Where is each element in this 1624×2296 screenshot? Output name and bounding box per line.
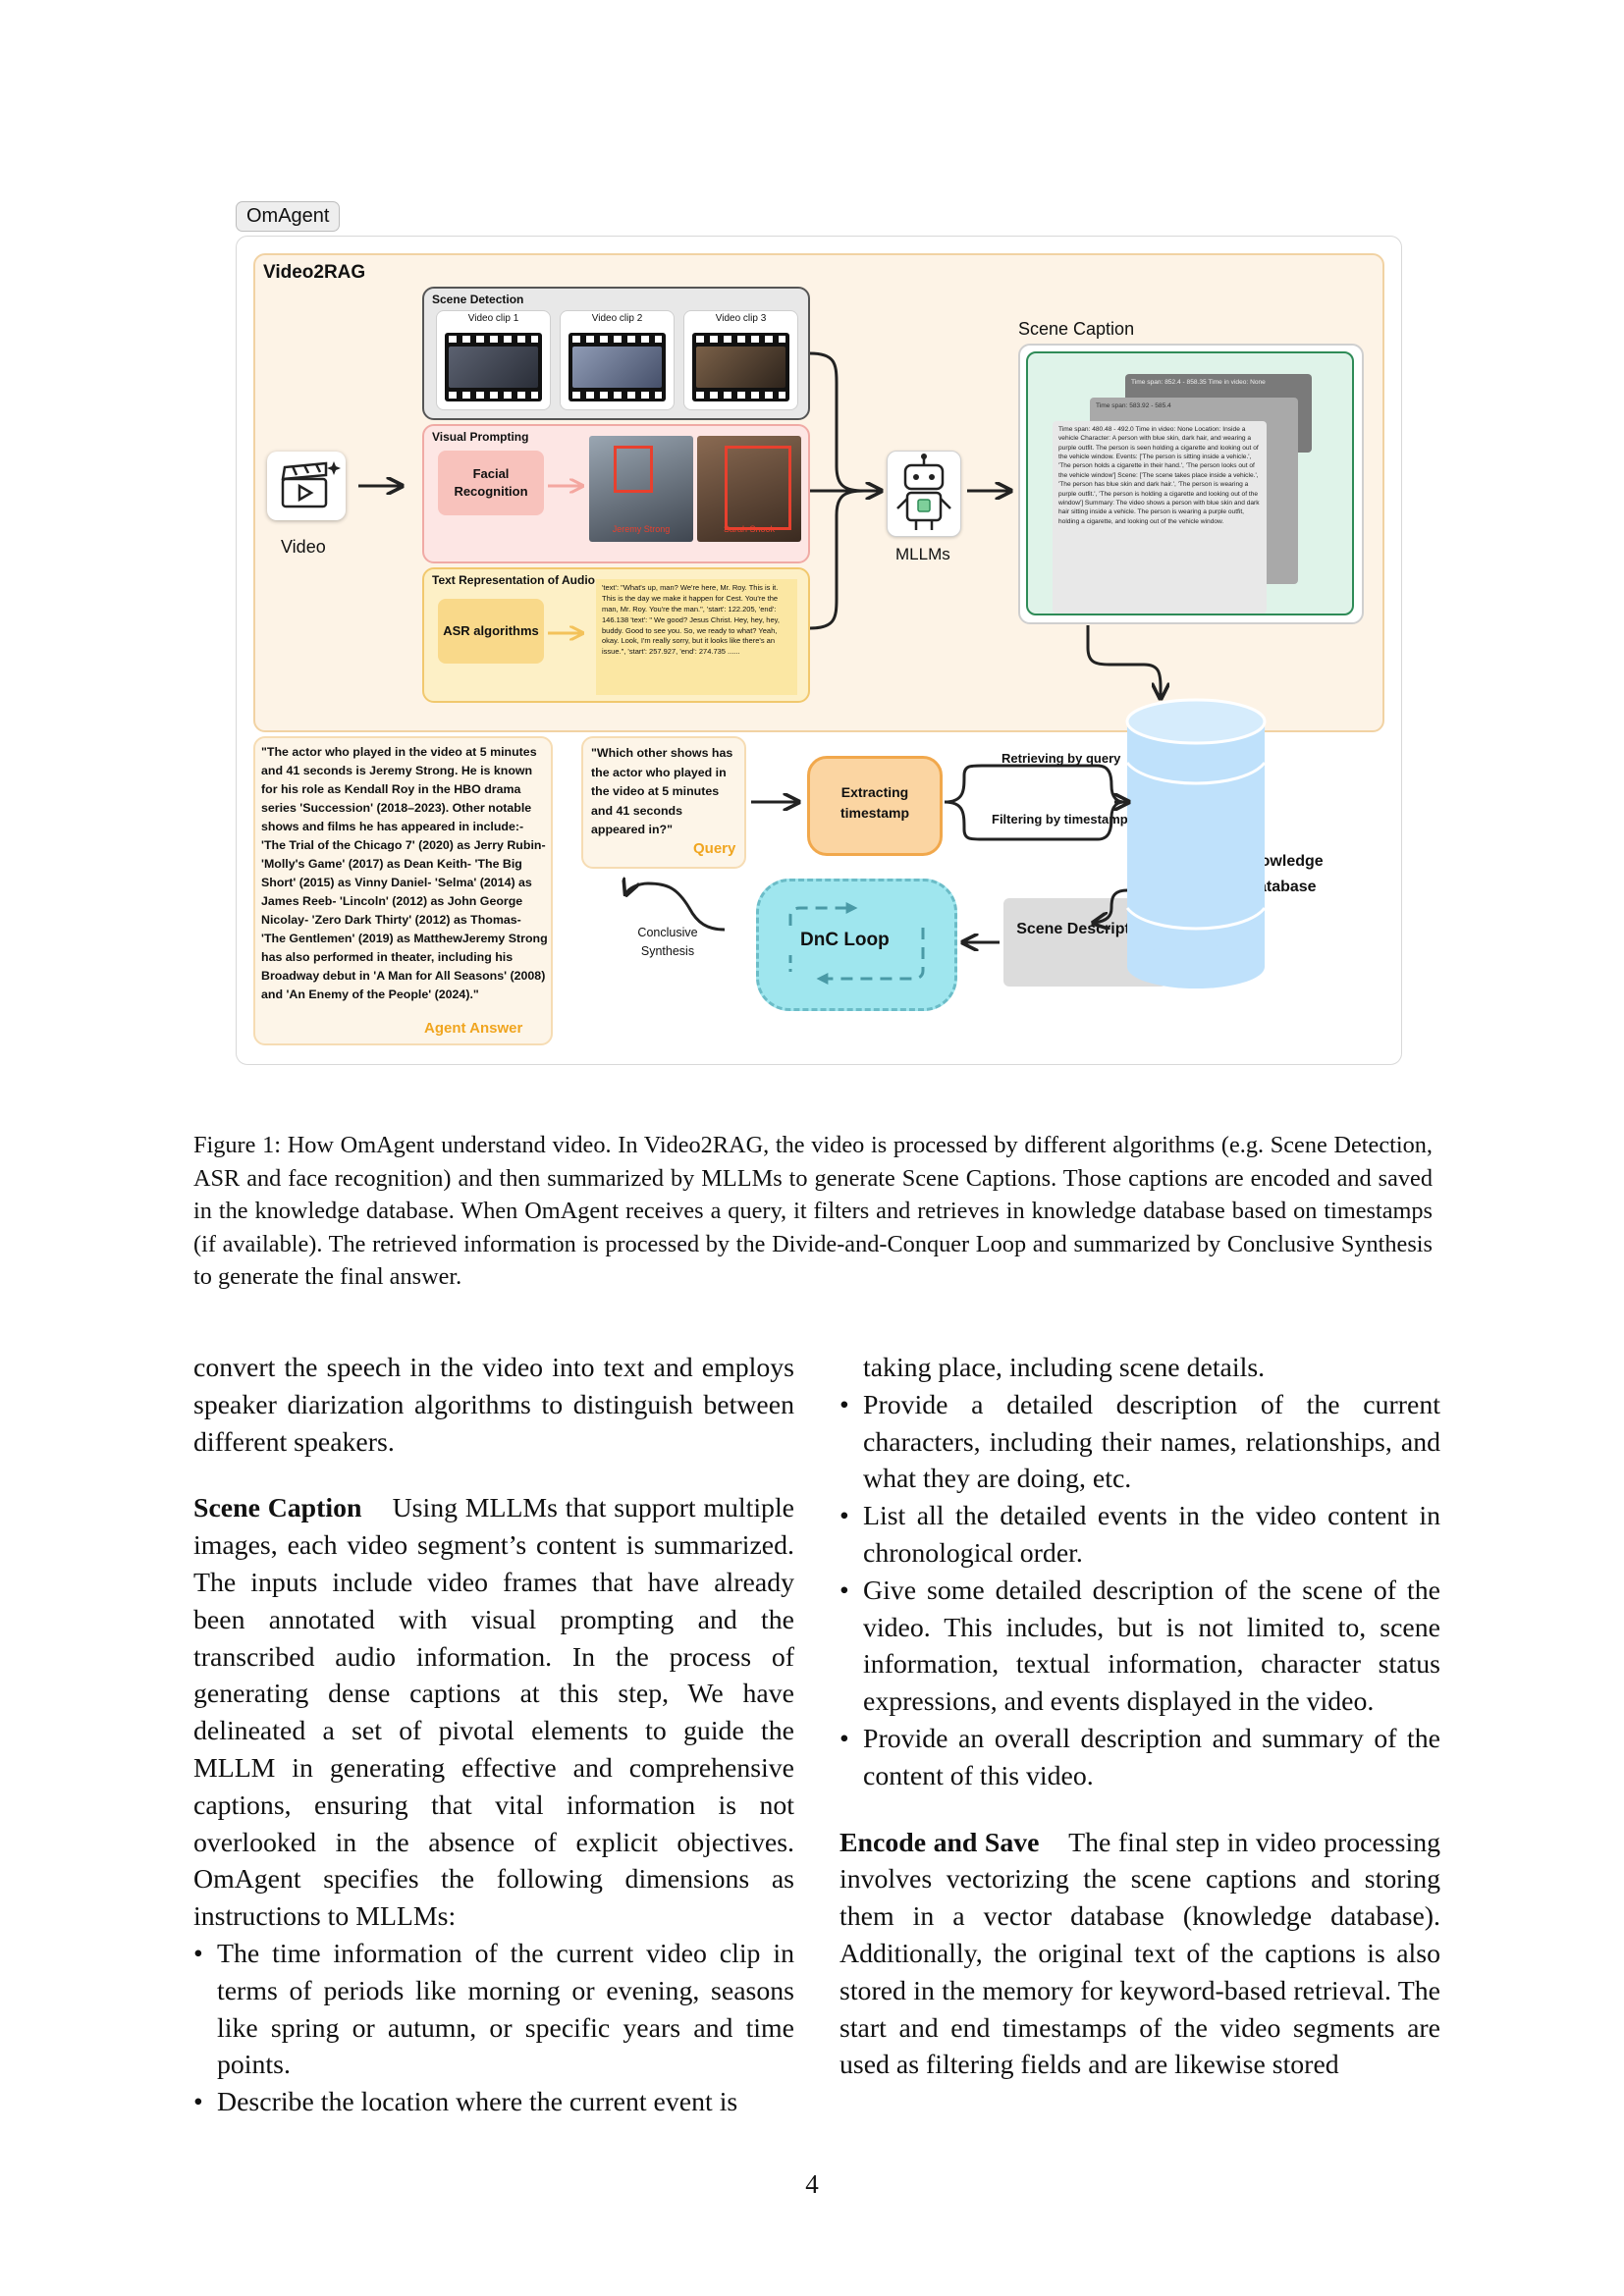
dnc-loop-arrow-bottom (816, 928, 925, 985)
figure-caption: Figure 1: How OmAgent understand video. … (193, 1132, 1433, 1291)
list-item: The time information of the current vide… (193, 1936, 794, 2084)
list-item: Provide an overall description and summa… (839, 1721, 1440, 1795)
face-bounding-box (614, 446, 653, 493)
omagent-tag: OmAgent (236, 201, 341, 232)
list-item: Give some detailed description of the sc… (839, 1573, 1440, 1721)
agent-answer-box (253, 736, 553, 1045)
figure-omagent-pipeline: OmAgent Video2RAG Video Scene Detection … (236, 201, 1404, 1065)
scene-description-label: Scene Description (1016, 921, 1154, 937)
filtering-by-timestamps-label: Filtering by timestamps (992, 812, 1135, 827)
scene-detection-panel: Scene Detection Video clip 1 Video clip … (422, 287, 810, 420)
list-item: Provide a detailed description of the cu… (839, 1387, 1440, 1498)
paragraph-scene-caption: Scene Caption Using MLLMs that support m… (193, 1490, 794, 1936)
audio-transcript: 'text': "What's up, man? We're here, Mr.… (596, 579, 797, 695)
query-box (581, 736, 746, 869)
clip-label: Video clip 3 (715, 313, 767, 324)
dnc-loop-label: DnC Loop (800, 930, 890, 950)
scene-caption-heading: Scene Caption (193, 1493, 362, 1524)
list-item: List all the detailed events in the vide… (839, 1498, 1440, 1573)
video-clip-2: Video clip 2 (560, 310, 675, 410)
figure-arrows (358, 351, 1267, 988)
dnc-loop-arrow-top (788, 902, 858, 926)
list-item-continuation: taking place, including scene details. (863, 1353, 1266, 1383)
face-name-label: Sarah Snook (723, 524, 776, 534)
list-item: Describe the location where the current … (193, 2084, 794, 2121)
database-cylinder-icon (1125, 698, 1267, 988)
retrieving-by-query-label: Retrieving by query (1001, 751, 1121, 766)
video-clapper-icon (267, 452, 346, 520)
agent-answer-text: "The actor who played in the video at 5 … (261, 745, 548, 1001)
arrow-database-to-description (1095, 888, 1128, 923)
visual-prompting-title: Visual Prompting (432, 430, 529, 444)
robot-icon (887, 451, 961, 537)
extracting-timestamp-label: Extracting timestamp (839, 784, 910, 821)
video2rag-title: Video2RAG (263, 262, 366, 283)
video-clip-3: Video clip 3 (683, 310, 798, 410)
video-clip-1: Video clip 1 (436, 310, 551, 410)
conclusive-synthesis-label: Conclusive Synthesis (637, 926, 698, 959)
text-audio-panel: Text Representation of Audio ASR algorit… (422, 567, 810, 703)
face-bounding-box (725, 446, 791, 530)
encode-save-heading: Encode and Save (839, 1827, 1040, 1858)
agent-answer-label: Agent Answer (424, 1020, 523, 1037)
arrow-dnc-to-answer (626, 883, 726, 932)
right-column: taking place, including scene details. P… (839, 1350, 1440, 2084)
photo-jeremy-strong: Jeremy Strong (589, 436, 693, 542)
scene-detection-title: Scene Detection (432, 293, 524, 306)
paragraph-encode-save: Encode and Save The final step in video … (839, 1825, 1440, 2085)
film-strip-icon (568, 333, 666, 401)
facial-recognition-chip: Facial Recognition (438, 451, 544, 515)
video-label: Video (281, 537, 326, 557)
face-name-label: Jeremy Strong (612, 524, 671, 534)
scene-caption-body: Using MLLMs that support multiple images… (193, 1493, 795, 1933)
visual-prompting-panel: Visual Prompting Facial Recognition Jere… (422, 424, 810, 563)
instruction-list-left: The time information of the current vide… (193, 1936, 794, 2121)
scene-caption-card-front: Time span: 480.48 - 492.0 Time in video:… (1053, 421, 1267, 614)
paragraph-asr-continuation: convert the speech in the video into tex… (193, 1353, 794, 1458)
query-label: Query (693, 840, 736, 857)
dnc-loop-box (756, 879, 957, 1011)
film-strip-icon (692, 333, 789, 401)
clip-label: Video clip 1 (467, 313, 519, 324)
query-text: "Which other shows has the actor who pla… (591, 746, 733, 837)
clip-label: Video clip 2 (591, 313, 643, 324)
arrow-caption-to-database (1086, 625, 1161, 697)
text-audio-title: Text Representation of Audio (432, 573, 596, 587)
page-number: 4 (805, 2169, 819, 2199)
mllms-label: MLLMs (895, 545, 950, 563)
encode-save-body: The final step in video processing invol… (839, 1827, 1441, 2081)
photo-sarah-snook: Sarah Snook (697, 436, 801, 542)
scene-caption-label: Scene Caption (1018, 319, 1135, 339)
left-column: convert the speech in the video into tex… (193, 1350, 794, 2121)
film-strip-icon (445, 333, 542, 401)
bracket-retrieve-filter (944, 764, 1125, 841)
extracting-timestamp-box (807, 756, 943, 856)
asr-algorithms-chip: ASR algorithms (438, 599, 544, 664)
instruction-list-right: Provide a detailed description of the cu… (839, 1387, 1440, 1795)
